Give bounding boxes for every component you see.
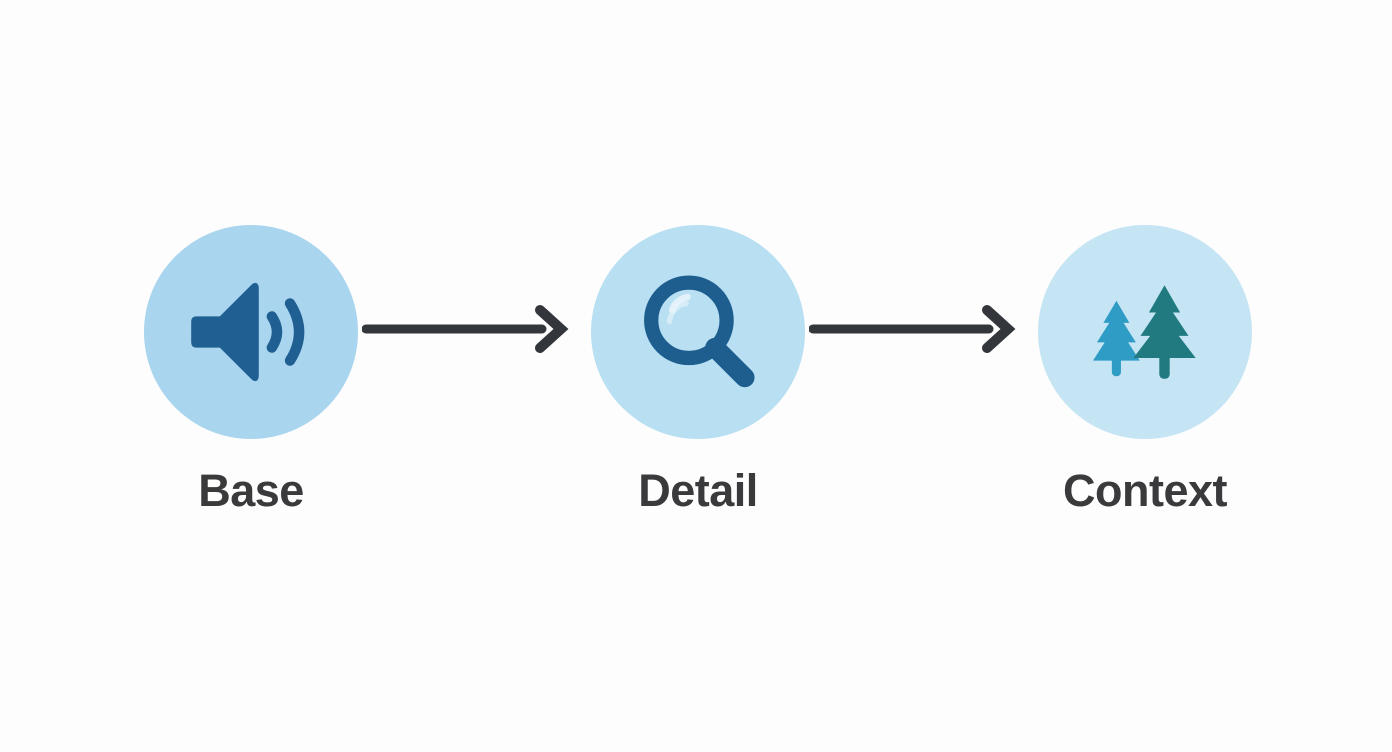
flow-node-context[interactable]: Context <box>1038 225 1252 513</box>
node-circle-base <box>144 225 358 439</box>
connector-detail-to-context <box>809 305 1019 353</box>
connector-base-to-detail <box>362 305 572 353</box>
magnifying-glass-icon <box>644 275 755 388</box>
flow-node-label-detail: Detail <box>638 465 758 516</box>
node-circle-context <box>1038 225 1252 439</box>
arrow-right-icon <box>809 305 1016 353</box>
flow-node-label-context: Context <box>1063 465 1228 516</box>
flow-node-label-base: Base <box>198 465 304 516</box>
pine-trees-icon <box>1093 285 1196 379</box>
arrow-right-icon <box>362 305 569 353</box>
speaker-volume-icon <box>191 282 305 382</box>
node-circle-detail <box>591 225 805 439</box>
flow-node-detail[interactable]: Detail <box>591 225 805 513</box>
flow-node-base[interactable]: Base <box>144 225 358 513</box>
